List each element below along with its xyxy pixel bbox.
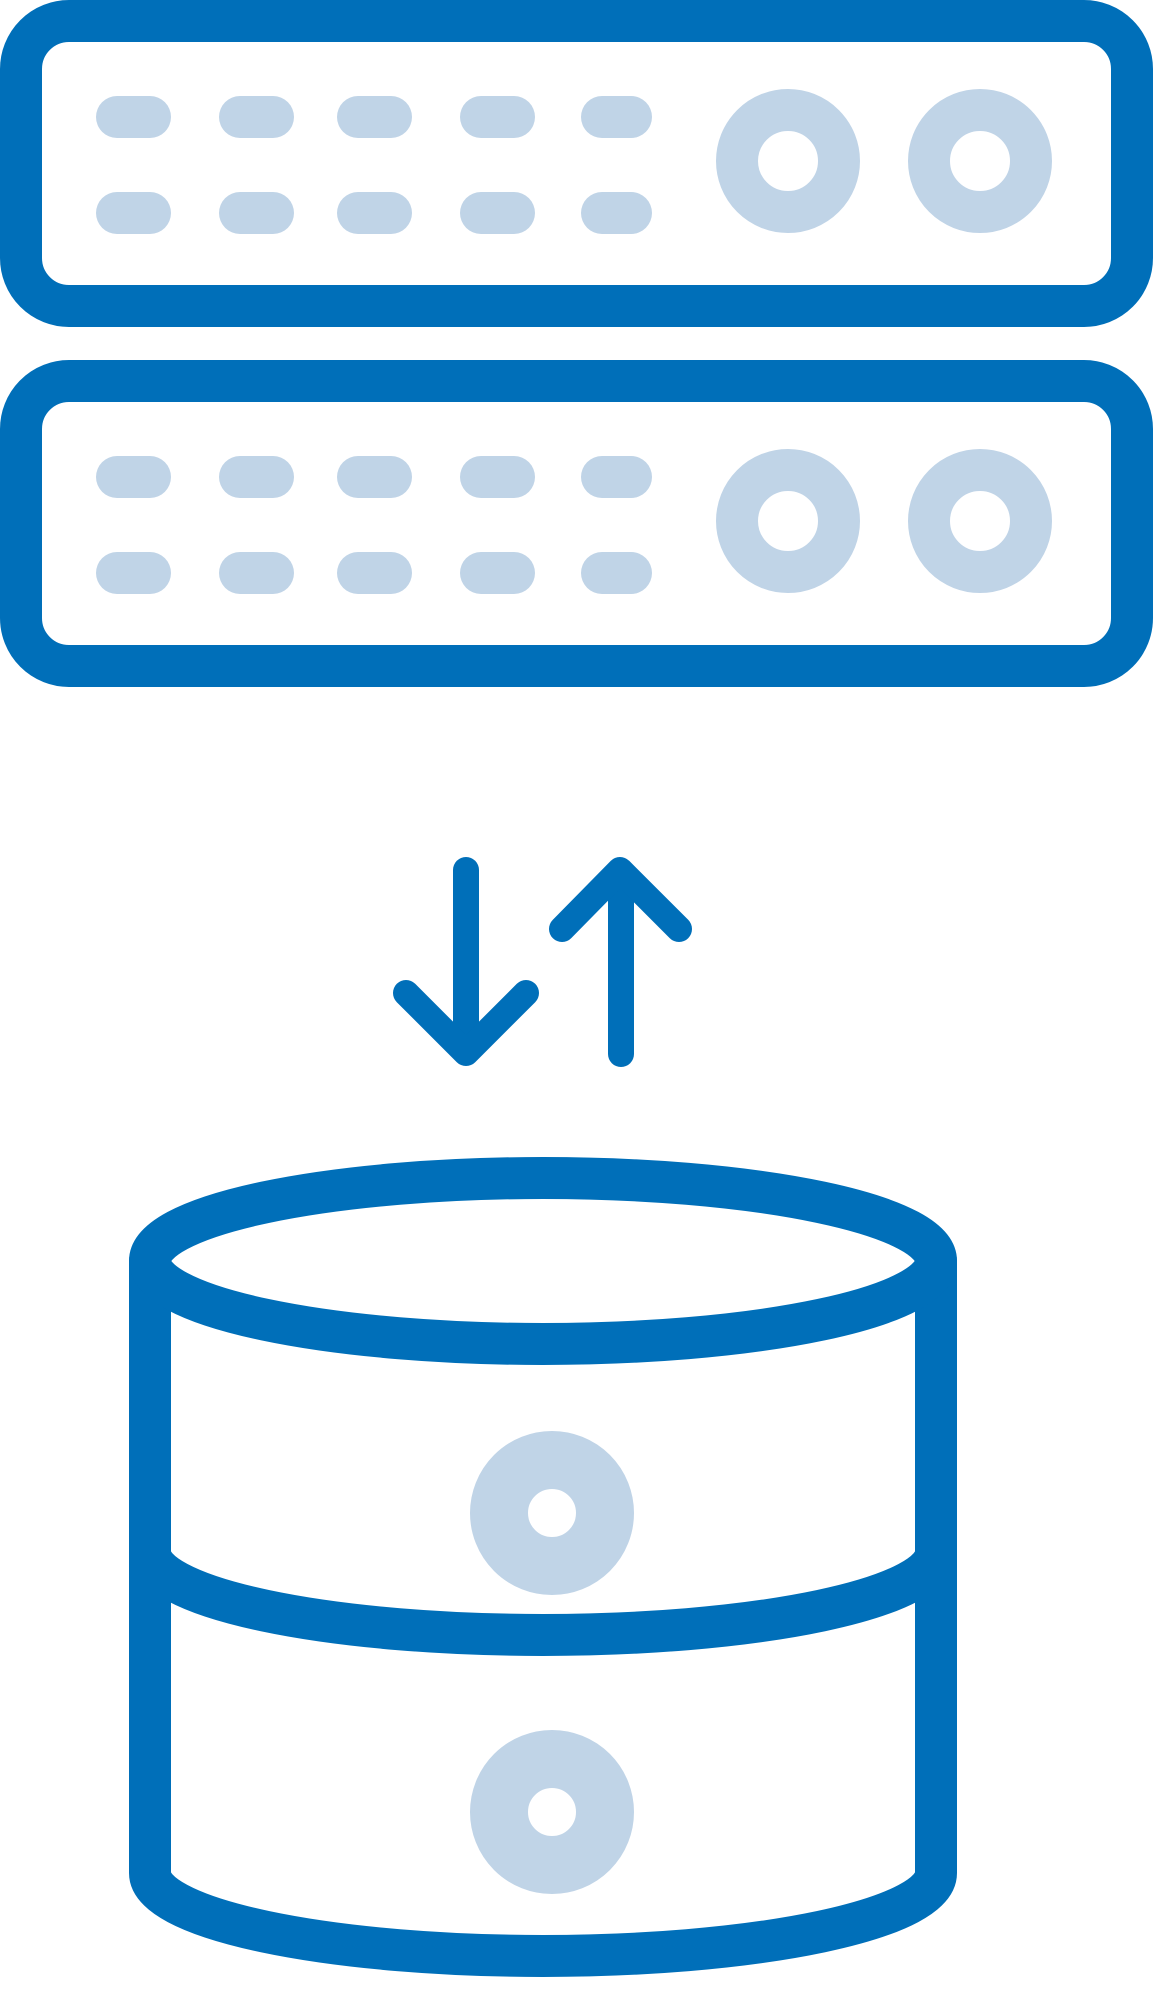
server-rack-icon (0, 360, 1153, 687)
database-disk-icon (470, 1431, 634, 1595)
server-rack-frame (0, 0, 1153, 327)
database-body (129, 1240, 957, 1977)
server-knob-icon (908, 449, 1052, 593)
database-top (129, 1157, 957, 1365)
server-rack-icon (0, 0, 1153, 327)
database-disk-icon (470, 1730, 634, 1894)
arrow-up-icon (549, 857, 692, 1067)
arrow-up-head (549, 857, 692, 942)
sync-arrows-icon (393, 857, 692, 1067)
server-rack-frame (0, 360, 1153, 687)
database-disk-hole (537, 1797, 567, 1827)
server-knob-icon (716, 449, 860, 593)
database-disk-ring (470, 1730, 634, 1894)
database-disk-hole (537, 1498, 567, 1528)
database-disk-ring (470, 1431, 634, 1595)
server-knob-icon (908, 89, 1052, 233)
database-cylinder-icon (129, 1157, 957, 1977)
server-knob-icon (716, 89, 860, 233)
arrow-down-icon (393, 857, 539, 1066)
arrow-down-head (393, 980, 539, 1066)
